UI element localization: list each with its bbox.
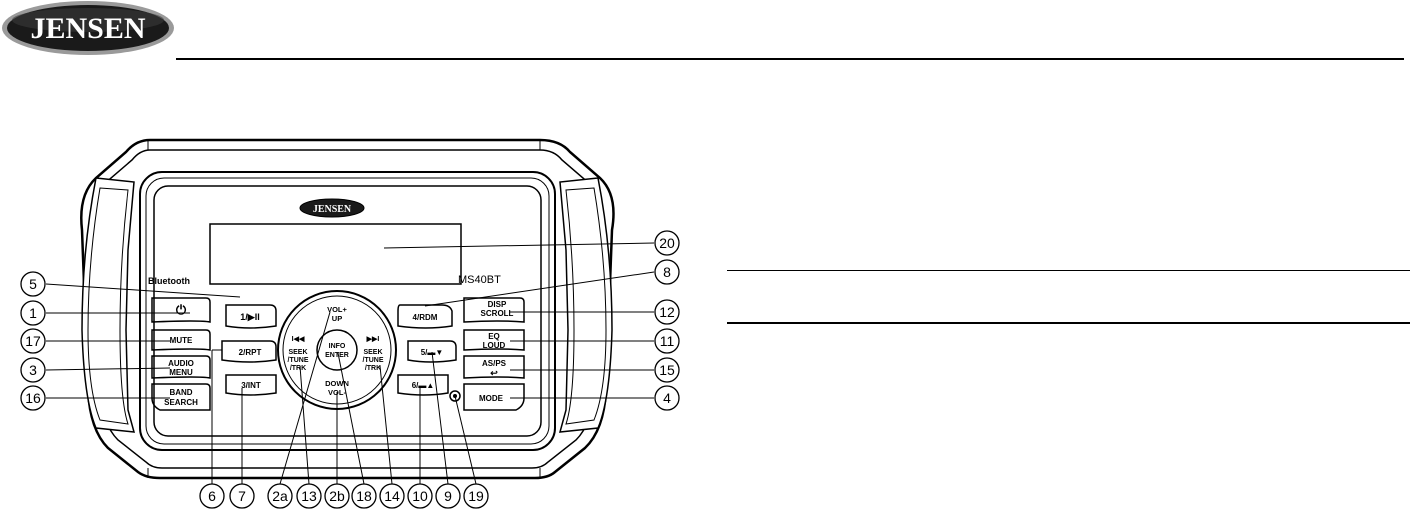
eq-label-1: EQ bbox=[488, 332, 500, 341]
power-icon: ⏻ bbox=[176, 302, 187, 317]
disp-label-1: DISP bbox=[488, 300, 507, 309]
seek-right-label-2: /TUNE bbox=[363, 357, 384, 364]
seek-left-label-2: /TUNE bbox=[288, 357, 309, 364]
seek-left-label-3: /TRK bbox=[290, 365, 306, 372]
callout-5: 5 bbox=[29, 276, 37, 292]
callout-2a: 2a bbox=[272, 488, 288, 504]
audio-label-1: AUDIO bbox=[168, 359, 194, 368]
vol-up-label-2: UP bbox=[332, 314, 342, 323]
callout-14: 14 bbox=[384, 488, 400, 504]
bluetooth-label: Bluetooth bbox=[148, 276, 190, 286]
brand-badge-text: JENSEN bbox=[313, 204, 352, 215]
model-label: MS40BT bbox=[458, 274, 501, 286]
seek-right-label-3: /TRK bbox=[365, 365, 381, 372]
mode-label: MODE bbox=[479, 394, 504, 403]
callout-2b: 2b bbox=[329, 488, 345, 504]
seek-left-icon: I◀◀ bbox=[292, 336, 305, 343]
enter-label: ENTER bbox=[325, 352, 349, 359]
info-label: INFO bbox=[329, 343, 346, 350]
callout-12: 12 bbox=[659, 304, 675, 320]
down-label-1: DOWN bbox=[325, 379, 349, 388]
asps-label-1: AS/PS bbox=[482, 359, 507, 368]
brand-badge: JENSEN bbox=[300, 199, 364, 217]
band-label-1: BAND bbox=[169, 388, 192, 397]
callout-1: 1 bbox=[29, 305, 37, 321]
callout-15: 15 bbox=[659, 362, 675, 378]
lcd-display bbox=[210, 224, 461, 284]
seek-right-icon: ▶▶I bbox=[366, 336, 380, 343]
folder-up-label: 6/▬▲ bbox=[412, 381, 435, 390]
callout-8: 8 bbox=[663, 264, 671, 280]
callout-6: 6 bbox=[208, 488, 216, 504]
intro-label: 3/INT bbox=[241, 381, 261, 390]
callout-18: 18 bbox=[356, 488, 372, 504]
callout-9: 9 bbox=[444, 488, 452, 504]
seek-right-label-1: SEEK bbox=[363, 349, 382, 356]
repeat-label: 2/RPT bbox=[239, 348, 262, 357]
asps-label-2: ↩ bbox=[490, 368, 498, 378]
mute-label: MUTE bbox=[170, 336, 193, 345]
callout-17: 17 bbox=[25, 333, 41, 349]
disp-label-2: SCROLL bbox=[481, 309, 514, 318]
callout-4: 4 bbox=[663, 390, 671, 406]
callout-19: 19 bbox=[468, 488, 484, 504]
callout-3: 3 bbox=[29, 362, 37, 378]
eq-label-2: LOUD bbox=[483, 341, 506, 350]
callout-7: 7 bbox=[238, 488, 246, 504]
seek-left-label-1: SEEK bbox=[288, 349, 307, 356]
play-pause-label: 1/▶II bbox=[240, 312, 259, 322]
audio-label-2: MENU bbox=[169, 368, 193, 377]
callout-20: 20 bbox=[659, 235, 675, 251]
band-label-2: SEARCH bbox=[164, 398, 198, 407]
callout-11: 11 bbox=[660, 333, 675, 349]
callout-10: 10 bbox=[412, 488, 428, 504]
callout-13: 13 bbox=[301, 488, 317, 504]
callout-16: 16 bbox=[25, 390, 41, 406]
random-label: 4/RDM bbox=[413, 313, 438, 322]
